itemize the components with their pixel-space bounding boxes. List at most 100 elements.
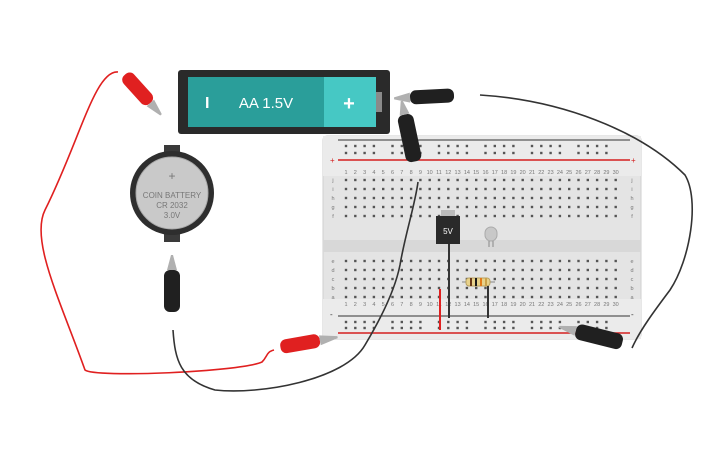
terminal-hole	[549, 259, 552, 263]
rail-hole	[605, 144, 608, 148]
red-clip-top-left[interactable]	[120, 70, 167, 119]
terminal-hole	[540, 268, 543, 272]
black-clip-aa-right-body	[409, 88, 455, 105]
col-number-bottom: 20	[520, 302, 526, 308]
rail-hole	[344, 151, 348, 155]
black-clip-coin-bottom[interactable]	[164, 255, 180, 312]
terminal-hole	[605, 196, 608, 200]
col-number-top: 11	[436, 170, 442, 176]
terminal-hole	[391, 178, 394, 182]
terminal-hole	[512, 187, 515, 191]
row-letter-left: a	[331, 295, 335, 301]
terminal-hole	[558, 277, 562, 281]
coin-label-line1: COIN BATTERY	[143, 191, 202, 200]
rail-hole	[456, 144, 459, 148]
terminal-hole	[409, 277, 413, 281]
rail-hole	[530, 151, 534, 155]
terminal-hole	[512, 205, 515, 209]
aa-battery[interactable]: I AA 1.5V +	[178, 70, 390, 134]
terminal-hole	[354, 196, 357, 200]
terminal-hole	[475, 214, 478, 218]
terminal-hole	[363, 196, 366, 200]
terminal-hole	[437, 205, 441, 209]
black-clip-board-right[interactable]	[557, 319, 624, 350]
rail-hole	[530, 326, 534, 330]
terminal-hole	[521, 205, 524, 209]
terminal-hole	[447, 187, 450, 191]
terminal-hole	[586, 178, 589, 182]
coin-battery[interactable]: + COIN BATTERY CR 2032 3.0V	[130, 145, 214, 242]
terminal-hole	[586, 259, 589, 263]
row-letter-left: j	[331, 178, 333, 184]
black-clip-aa-right[interactable]	[394, 88, 455, 105]
resistor[interactable]	[462, 277, 495, 287]
terminal-hole	[400, 178, 403, 182]
terminal-hole	[530, 295, 534, 299]
red-wire-left[interactable]	[40, 71, 275, 375]
terminal-hole	[568, 277, 571, 281]
terminal-hole	[614, 286, 617, 290]
terminal-hole	[428, 205, 431, 209]
terminal-hole	[419, 196, 422, 200]
col-number-bottom: 5	[382, 302, 385, 308]
terminal-hole	[428, 187, 431, 191]
terminal-hole	[595, 214, 599, 218]
terminal-hole	[558, 187, 562, 191]
terminal-hole	[558, 178, 562, 182]
rail-hole	[586, 144, 589, 148]
voltage-regulator[interactable]: 5V	[436, 210, 460, 244]
rail-hole	[354, 151, 357, 155]
dark-wire-right[interactable]	[479, 94, 694, 349]
col-number-top: 13	[455, 170, 461, 176]
col-number-top: 9	[419, 170, 422, 176]
terminal-hole	[521, 277, 524, 281]
terminal-hole	[484, 178, 487, 182]
row-letter-right: c	[631, 277, 634, 283]
terminal-hole	[512, 277, 515, 281]
terminal-hole	[456, 259, 459, 263]
dark-wire-center[interactable]	[172, 181, 419, 392]
rail-hole	[400, 144, 403, 148]
rail-hole	[493, 320, 496, 324]
led[interactable]	[484, 226, 498, 247]
terminal-hole	[493, 259, 496, 263]
terminal-hole	[363, 268, 366, 272]
black-clip-board-top[interactable]	[394, 99, 423, 163]
rail-hole	[512, 320, 515, 324]
terminal-hole	[540, 295, 543, 299]
terminal-hole	[577, 277, 580, 281]
rail-hole	[558, 320, 562, 324]
terminal-hole	[568, 178, 571, 182]
terminal-hole	[605, 187, 608, 191]
col-number-top: 28	[594, 170, 600, 176]
terminal-hole	[493, 196, 496, 200]
terminal-hole	[400, 187, 403, 191]
terminal-hole	[428, 295, 431, 299]
terminal-hole	[465, 268, 469, 272]
aa-battery-body	[188, 77, 324, 127]
terminal-hole	[391, 268, 394, 272]
terminal-hole	[530, 214, 534, 218]
terminal-hole	[493, 178, 496, 182]
rail-hole	[484, 320, 487, 324]
terminal-hole	[614, 205, 617, 209]
terminal-hole	[502, 268, 506, 272]
terminal-hole	[502, 214, 506, 218]
terminal-hole	[465, 178, 469, 182]
black-clip-coin-bottom-body	[164, 270, 180, 312]
terminal-hole	[372, 214, 376, 218]
terminal-hole	[530, 178, 534, 182]
row-letter-left: h	[331, 196, 334, 202]
col-number-top: 29	[603, 170, 609, 176]
red-clip-top-left-jaw	[146, 99, 162, 116]
terminal-hole	[475, 196, 478, 200]
rail-hole	[502, 326, 506, 330]
rail-minus-label-br: -	[631, 310, 634, 319]
col-number-bottom: 6	[391, 302, 394, 308]
rail-hole	[558, 144, 562, 148]
terminal-hole	[558, 268, 562, 272]
red-clip-bottom[interactable]	[279, 330, 339, 354]
row-letter-left: g	[331, 205, 334, 211]
terminal-hole	[382, 205, 385, 209]
